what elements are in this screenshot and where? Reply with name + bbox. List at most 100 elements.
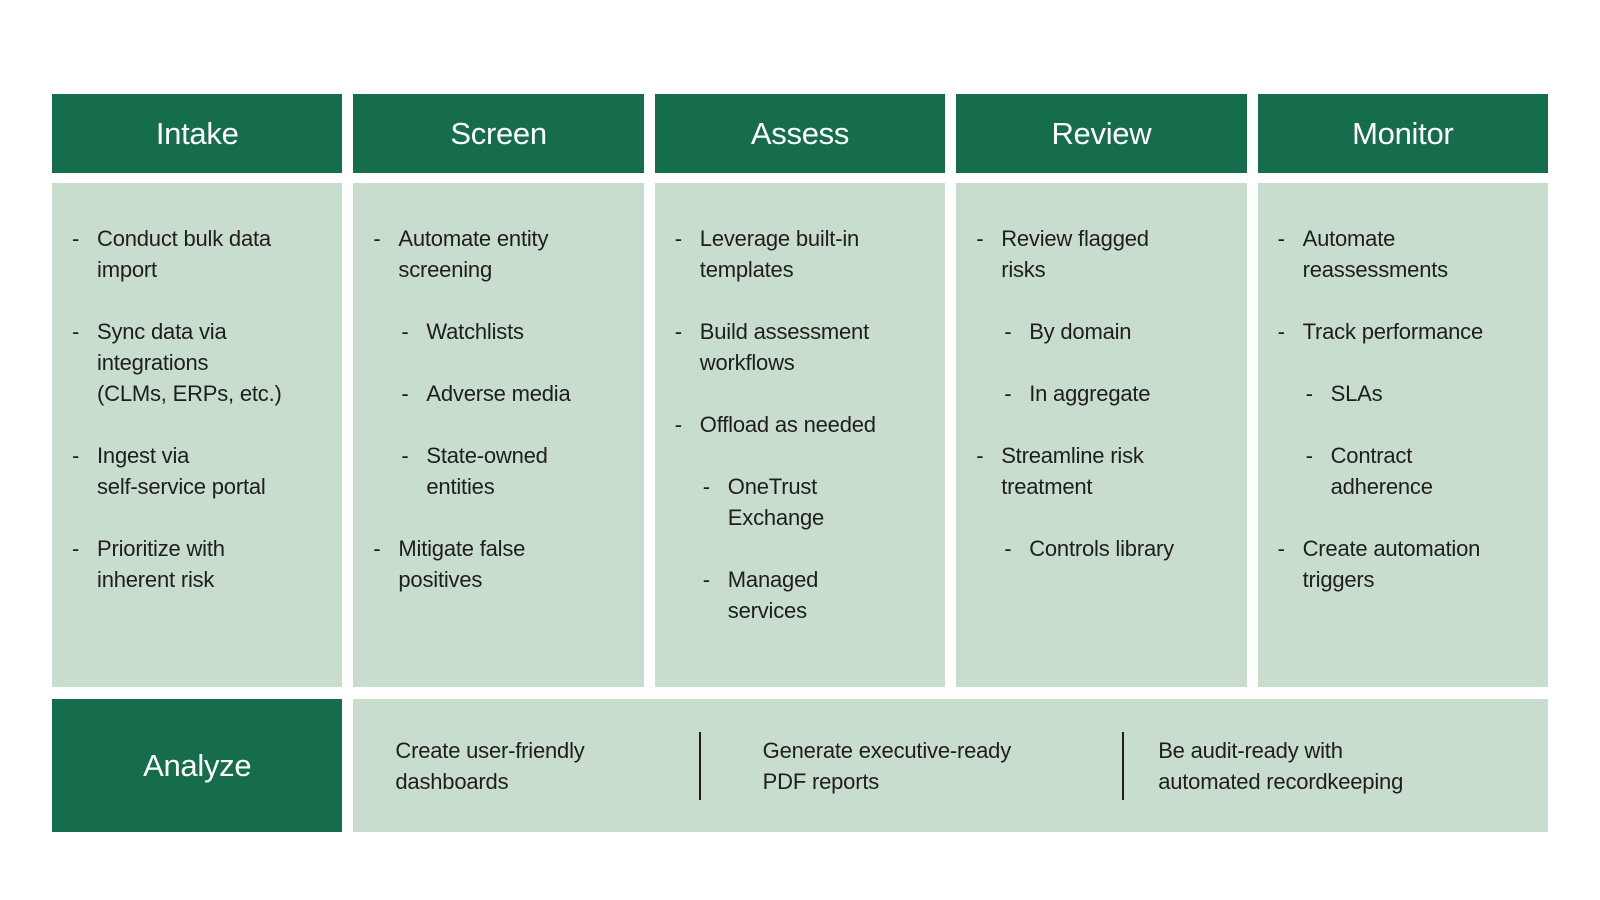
bullet-text: Leverage built-in templates <box>699 226 860 282</box>
bullet-item: - SLAs <box>1306 378 1534 409</box>
bullet-item: - Sync data via integrations (CLMs, ERPs… <box>72 316 328 409</box>
column-body: - Leverage built-in templates - Build as… <box>654 183 946 687</box>
bullet-item: - In aggregate <box>1004 378 1232 409</box>
bullet-item: - By domain <box>1004 316 1232 347</box>
bullet-dash: - <box>1277 319 1285 344</box>
bullet-dash: - <box>72 536 80 561</box>
bullet-text: Managed services <box>727 567 819 623</box>
process-column: Assess - Leverage built-in templates - B… <box>654 94 946 687</box>
bullet-item: - Streamline risk treatment <box>976 440 1232 502</box>
bullet-text: Prioritize with inherent risk <box>97 536 225 592</box>
bullet-text: Build assessment workflows <box>699 319 870 375</box>
bullet-text: Watchlists <box>426 319 524 344</box>
bullet-text: Adverse media <box>426 381 571 406</box>
bullet-item: - Build assessment workflows <box>675 316 931 378</box>
bullet-dash: - <box>702 474 710 499</box>
bullet-dash: - <box>674 319 682 344</box>
bullet-item: - State-owned entities <box>401 440 629 502</box>
analyze-section-text: Be audit-ready with automated recordkeep… <box>1158 737 1404 794</box>
column-header: Screen <box>353 94 644 173</box>
analyze-section-text: Generate executive-ready PDF reports <box>762 737 1012 794</box>
bullet-dash: - <box>373 226 381 251</box>
bullet-text: Offload as needed <box>699 412 876 437</box>
bullet-text: By domain <box>1029 319 1132 344</box>
bullet-text: Controls library <box>1029 536 1174 561</box>
bullet-dash: - <box>1305 443 1313 468</box>
bullet-item: - Track performance <box>1278 316 1534 347</box>
bullet-text: Ingest via self-service portal <box>97 443 266 499</box>
bullet-item: - OneTrust Exchange <box>703 471 931 533</box>
bullet-text: Automate reassessments <box>1302 226 1449 282</box>
bullet-dash: - <box>72 319 80 344</box>
bullet-item: - Ingest via self-service portal <box>72 440 328 502</box>
column-body: - Automate entity screening - Watchlists… <box>353 183 644 687</box>
bullet-text: Contract adherence <box>1330 443 1433 499</box>
bullet-item: - Automate reassessments <box>1278 223 1534 285</box>
bullet-dash: - <box>976 226 984 251</box>
bullet-item: - Adverse media <box>401 378 629 409</box>
bullet-dash: - <box>1277 226 1285 251</box>
column-header-label: Review <box>1051 115 1152 151</box>
bullet-dash: - <box>72 226 80 251</box>
column-header-label: Intake <box>155 115 239 151</box>
bullet-item: - Conduct bulk data import <box>72 223 328 285</box>
bullet-text: Mitigate false positives <box>398 536 526 592</box>
column-header-label: Monitor <box>1352 115 1454 151</box>
process-columns: Intake - Conduct bulk data import - Sync… <box>52 94 1548 687</box>
column-body: - Review flagged risks - By domain - In … <box>956 183 1247 687</box>
bullet-dash: - <box>1004 381 1012 406</box>
bullet-dash: - <box>72 443 80 468</box>
footer-divider <box>698 731 701 800</box>
bullet-item: - Automate entity screening <box>373 223 629 285</box>
bullet-dash: - <box>1004 319 1012 344</box>
column-header: Intake <box>52 94 343 173</box>
process-column: Screen - Automate entity screening - Wat… <box>353 94 644 687</box>
bullet-item: - Prioritize with inherent risk <box>72 533 328 595</box>
column-body: - Conduct bulk data import - Sync data v… <box>52 183 343 687</box>
bullet-item: - Review flagged risks <box>976 223 1232 285</box>
bullet-dash: - <box>401 443 409 468</box>
bullet-text: Streamline risk treatment <box>1001 443 1144 499</box>
bullet-dash: - <box>976 443 984 468</box>
column-header-label: Assess <box>750 115 850 151</box>
bullet-dash: - <box>702 567 710 592</box>
bullet-text: State-owned entities <box>426 443 548 499</box>
bullet-item: - Offload as needed <box>675 409 931 440</box>
bullet-dash: - <box>674 412 682 437</box>
bullet-dash: - <box>373 536 381 561</box>
bullet-text: OneTrust Exchange <box>727 474 825 530</box>
bullet-dash: - <box>1277 536 1285 561</box>
column-header: Monitor <box>1257 94 1548 173</box>
bullet-text: Track performance <box>1302 319 1484 344</box>
bullet-text: Conduct bulk data import <box>97 226 271 282</box>
bullet-text: Review flagged risks <box>1001 226 1149 282</box>
bullet-text: Automate entity screening <box>398 226 549 282</box>
bullet-item: - Controls library <box>1004 533 1232 564</box>
diagram-wrapper: Intake - Conduct bulk data import - Sync… <box>52 94 1548 832</box>
bullet-dash: - <box>1305 381 1313 406</box>
bullet-dash: - <box>401 381 409 406</box>
process-column: Intake - Conduct bulk data import - Sync… <box>52 94 343 687</box>
process-column: Review - Review flagged risks - By domai… <box>956 94 1247 687</box>
bullet-item: - Contract adherence <box>1306 440 1534 502</box>
analyze-section-text: Create user-friendly dashboards <box>395 737 585 794</box>
footer-divider <box>1122 731 1125 800</box>
bullet-item: - Watchlists <box>401 316 629 347</box>
column-header-label: Screen <box>450 115 547 151</box>
bullet-dash: - <box>1004 536 1012 561</box>
bullet-text: Create automation triggers <box>1302 536 1481 592</box>
bullet-text: In aggregate <box>1029 381 1151 406</box>
analyze-header: Analyze <box>52 699 343 832</box>
analyze-body: Create user-friendly dashboards Generate… <box>353 699 1548 832</box>
bullet-item: - Managed services <box>703 564 931 626</box>
bullet-item: - Create automation triggers <box>1278 533 1534 595</box>
column-header: Assess <box>654 94 946 173</box>
bullet-text: Sync data via integrations (CLMs, ERPs, … <box>97 319 282 406</box>
analyze-row: Analyze Create user-friendly dashboards … <box>52 699 1548 832</box>
bullet-item: - Leverage built-in templates <box>675 223 931 285</box>
bullet-dash: - <box>401 319 409 344</box>
column-header: Review <box>956 94 1247 173</box>
process-column: Monitor - Automate reassessments - Track… <box>1257 94 1548 687</box>
bullet-item: - Mitigate false positives <box>373 533 629 595</box>
